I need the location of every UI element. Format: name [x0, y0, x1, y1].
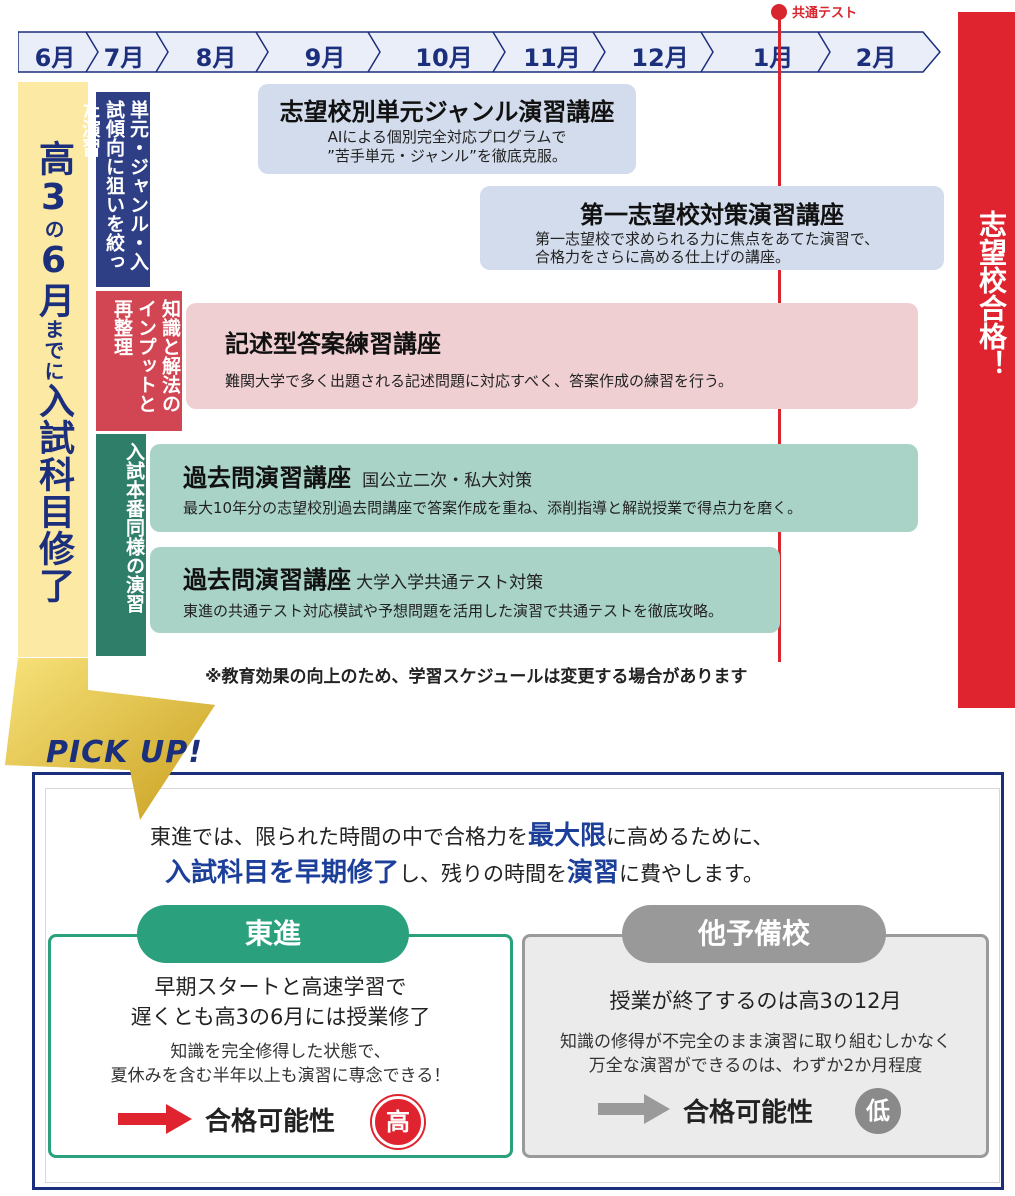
course-genre-practice-title: 志望校別単元ジャンル演習講座 [279, 98, 615, 126]
course-first-choice-desc: 第一志望校で求められる力に焦点をあてた演習で、合格力をさらに高める仕上げの講座。 [535, 230, 880, 266]
common-test-marker-icon [771, 4, 787, 20]
course-past-exam-common-title: 過去問演習講座 大学入学共通テスト対策 [183, 566, 544, 594]
other-school-panel [522, 934, 989, 1158]
pickup-lead-line2: 入試科目を早期修了し、残りの時間を演習に費やします。 [165, 858, 764, 888]
other-school-pill: 他予備校 [622, 905, 886, 963]
month-nov: 11月 [523, 44, 581, 72]
course-descriptive [186, 303, 918, 409]
course-past-exam-national-desc: 最大10年分の志望校別過去問講座で答案作成を重ね、添削指導と解説授業で得点力を磨… [183, 499, 803, 517]
month-jan: 1月 [752, 44, 794, 72]
month-dec: 12月 [631, 44, 689, 72]
goal-text: 志望校合格！ [975, 210, 1008, 378]
course-past-exam-national-title: 過去問演習講座 国公立二次・私大対策 [183, 464, 533, 492]
course-past-exam-common [150, 547, 780, 633]
common-test-label: 共通テスト [792, 6, 858, 21]
schedule-note: ※教育効果の向上のため、学習スケジュールは変更する場合があります [205, 667, 748, 687]
toshin-result: 合格可能性 [205, 1107, 336, 1137]
toshin-head: 早期スタートと高速学習で遅くとも高3の6月には授業修了 [130, 975, 431, 1029]
pickup-arrow-icon [5, 658, 215, 820]
course-past-exam-national [150, 444, 918, 532]
other-school-level-badge: 低 [855, 1088, 901, 1134]
month-aug: 8月 [195, 44, 237, 72]
other-school-result: 合格可能性 [683, 1098, 814, 1128]
toshin-pill: 東進 [137, 905, 409, 963]
pickup-lead-line1: 東進では、限られた時間の中で合格力を最大限に高めるために、 [150, 821, 774, 851]
course-past-exam-common-desc: 東進の共通テスト対応模試や予想問題を活用した演習で共通テストを徹底攻略。 [183, 602, 724, 620]
course-descriptive-desc: 難関大学で多く出題される記述問題に対応すべく、答案作成の練習を行う。 [225, 372, 734, 390]
month-feb: 2月 [855, 44, 897, 72]
month-jul: 7月 [103, 44, 145, 72]
course-first-choice-title: 第一志望校対策演習講座 [580, 201, 844, 229]
month-oct: 10月 [415, 44, 473, 72]
toshin-body: 知識を完全修得した状態で、夏休みを含む半年以上も演習に専念できる！ [110, 1042, 451, 1086]
course-first-choice [480, 186, 944, 270]
category-knowledge-input: 知識と解法のインプットと再整理 [96, 291, 182, 431]
left-banner [18, 82, 88, 657]
month-jun: 6月 [34, 44, 76, 72]
course-descriptive-title: 記述型答案練習講座 [225, 330, 441, 358]
course-genre-practice [258, 84, 636, 174]
other-school-head: 授業が終了するのは高3の12月 [609, 989, 902, 1013]
other-arrow-icon [598, 1094, 670, 1124]
category-real-exam-practice: 入試本番同様の演習 [96, 434, 146, 656]
toshin-arrow-icon [118, 1104, 192, 1134]
pickup-frame [32, 772, 1004, 1190]
month-sep: 9月 [304, 44, 346, 72]
other-school-body: 知識の修得が不完全のまま演習に取り組むしかなく万全な演習ができるのは、わずか2か… [560, 1032, 951, 1076]
goal-bar [958, 12, 1015, 708]
toshin-level-badge: 高 [372, 1096, 424, 1148]
course-genre-practice-desc: AIによる個別完全対応プログラムで”苦手単元・ジャンル”を徹底克服。 [327, 128, 567, 165]
month-timeline [18, 31, 941, 73]
left-banner-text: 高3の6月までに入試科目修了 [33, 140, 74, 604]
category-genre-practice: 単元・ジャンル・入試傾向に狙いを絞った演習 [79, 92, 150, 287]
pickup-label: PICK UP! [46, 735, 203, 770]
